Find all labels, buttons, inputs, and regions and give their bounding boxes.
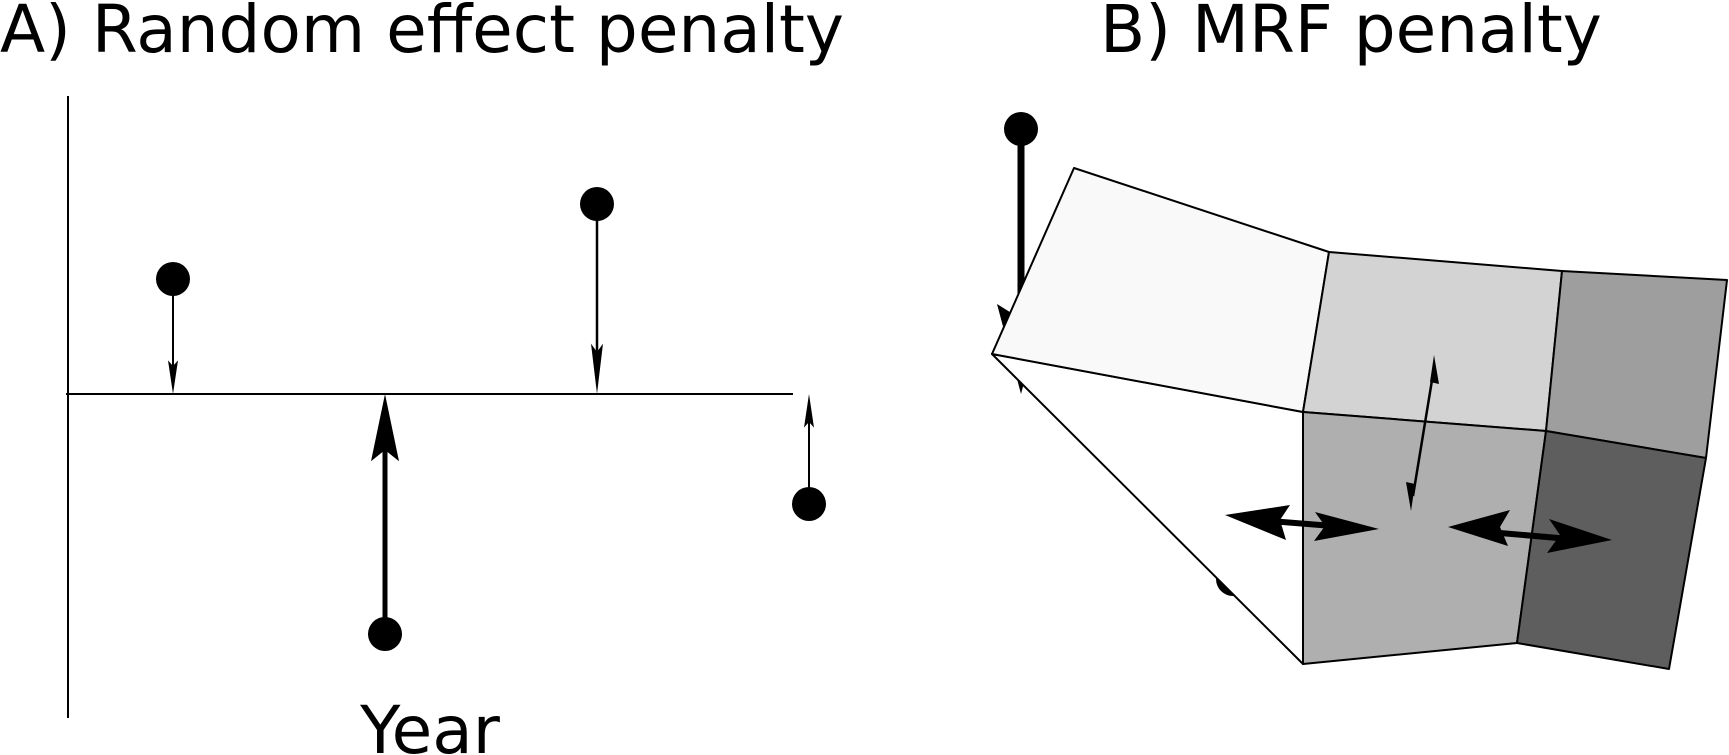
effect-point xyxy=(792,487,826,521)
arrow-down-head xyxy=(1406,482,1415,511)
effect-arrow-head xyxy=(371,394,399,462)
effect-point xyxy=(368,617,402,651)
panel-b-title: B) MRF penalty xyxy=(1100,0,1602,68)
arrow-left-head-2 xyxy=(1314,512,1379,541)
panel-b-mrf: B) MRF penalty xyxy=(991,0,1728,670)
effect-point xyxy=(1004,112,1038,146)
region-top-middle xyxy=(1302,251,1563,432)
arrow-right-head-1 xyxy=(1448,510,1510,546)
neighbour-arrows xyxy=(1225,355,1612,553)
panel-a-title: A) Random effect penalty xyxy=(0,0,844,68)
region-bottom-right xyxy=(1516,430,1707,670)
arrow-up-head xyxy=(1430,355,1439,384)
arrow-left-head-1 xyxy=(1225,505,1290,540)
arrow-right-head-2 xyxy=(1547,519,1612,553)
region-center xyxy=(1302,411,1547,665)
effect-point xyxy=(580,187,614,221)
panel-a-random-effect: A) Random effect penalty Year xyxy=(0,0,1250,755)
effect-arrow-head xyxy=(804,394,814,428)
effect-arrow-head xyxy=(168,360,178,394)
effect-arrow-head xyxy=(591,343,603,394)
arrow-center-to-top-middle-shaft xyxy=(1411,367,1436,497)
x-axis-label: Year xyxy=(359,692,501,755)
region-top-right xyxy=(1545,270,1728,459)
effect-point xyxy=(156,262,190,296)
